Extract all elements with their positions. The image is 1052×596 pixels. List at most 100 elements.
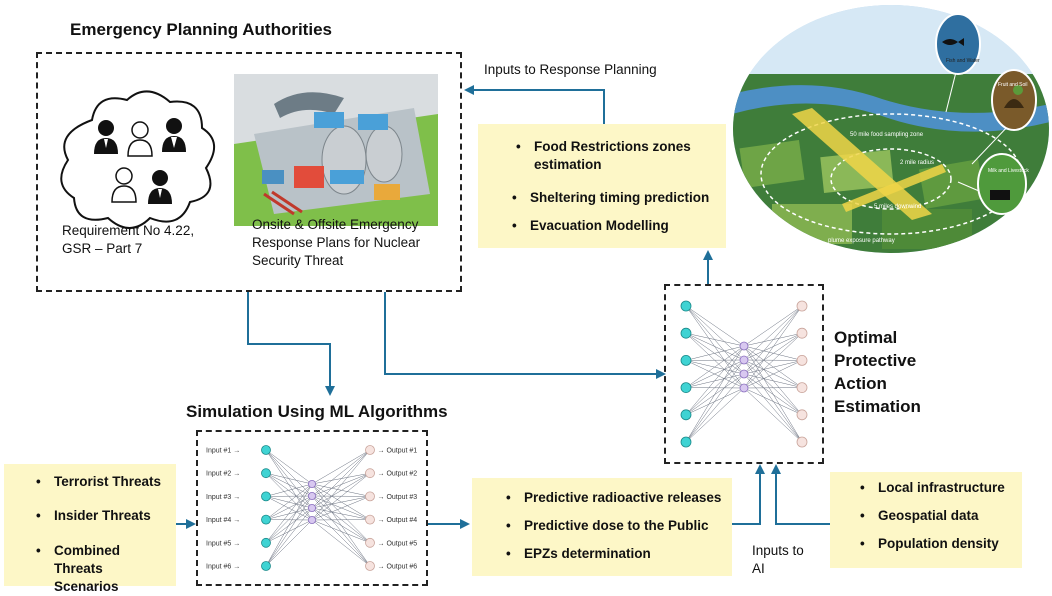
output-label: → Output #3: [378, 494, 418, 501]
input-node: [262, 492, 271, 501]
network-edge: [744, 360, 802, 374]
output-node: [797, 301, 807, 311]
predictions-box: Predictive radioactive releases Predicti…: [472, 478, 732, 576]
list-item: EPZs determination: [524, 546, 724, 561]
input-node: [262, 469, 271, 478]
list-item: Geospatial data: [878, 508, 1016, 536]
network-edge: [686, 306, 744, 360]
output-node: [366, 515, 375, 524]
protective-zones-map: 50 mile food sampling zone 2 mile radius…: [732, 4, 1050, 254]
network-edge: [744, 333, 802, 374]
hidden-node: [740, 384, 748, 392]
arrow-to-simulation: [248, 292, 330, 394]
network-edge: [744, 374, 802, 442]
network-edge: [266, 520, 312, 566]
network-edge: [312, 496, 370, 508]
output-label: → Output #6: [378, 564, 418, 571]
input-node: [262, 538, 271, 547]
planning-outputs-box: Food Restrictions zones estimation Shelt…: [478, 124, 726, 248]
output-label: → Output #2: [378, 471, 418, 478]
network-edge: [744, 306, 802, 360]
output-node: [797, 410, 807, 420]
response-label: Inputs to Response Planning: [484, 62, 657, 77]
input-label: Input #1 →: [206, 448, 240, 455]
network-edge: [312, 496, 370, 520]
svg-text:Fish and Water: Fish and Water: [946, 58, 980, 64]
network-edge: [312, 520, 370, 543]
hidden-node: [740, 370, 748, 378]
network-edge: [744, 360, 802, 442]
list-item: Sheltering timing prediction: [530, 190, 716, 218]
data-inputs-box: Local infrastructure Geospatial data Pop…: [830, 472, 1022, 568]
output-node: [797, 437, 807, 447]
threats-box: Terrorist Threats Insider Threats Combin…: [4, 464, 176, 586]
output-label: → Output #4: [378, 517, 418, 524]
map-label: 50 mile food sampling zone: [850, 132, 924, 138]
list-item: Population density: [878, 536, 1016, 551]
network-edge: [266, 484, 312, 496]
network-edge: [744, 346, 802, 360]
input-label: Input #6 →: [206, 564, 240, 571]
input-node: [681, 437, 691, 447]
network-edge: [312, 484, 370, 496]
output-node: [797, 383, 807, 393]
network-edge: [686, 388, 744, 442]
network-edge: [686, 374, 744, 388]
map-label: 5 miles downwind: [874, 204, 921, 210]
network-edge: [744, 360, 802, 415]
hidden-node: [308, 480, 315, 487]
input-label: Input #5 →: [206, 540, 240, 547]
output-node: [797, 328, 807, 338]
map-label: plume exposure pathway: [828, 238, 895, 244]
simulation-title: Simulation Using ML Algorithms: [186, 402, 448, 422]
arrow-to-authorities: [466, 90, 604, 124]
ai-label: Inputs to AI: [752, 542, 814, 578]
network-edge: [312, 450, 370, 496]
input-node: [681, 301, 691, 311]
hidden-node: [308, 492, 315, 499]
svg-text:Milk and Livestock: Milk and Livestock: [988, 168, 1029, 174]
output-label: → Output #5: [378, 540, 418, 547]
arrow-predictions-to-optimal: [732, 466, 760, 524]
network-edge: [686, 374, 744, 442]
network-edge: [686, 360, 744, 442]
hidden-node: [740, 356, 748, 364]
optimal-neural-network: [674, 294, 814, 454]
input-label: Input #2 →: [206, 471, 240, 478]
network-edge: [266, 496, 312, 566]
simulation-box: Input #1 →Input #2 →Input #3 →Input #4 →…: [196, 430, 428, 586]
network-edge: [266, 496, 312, 543]
network-edge: [744, 306, 802, 388]
output-node: [366, 446, 375, 455]
network-edge: [744, 388, 802, 442]
network-edge: [686, 306, 744, 388]
arrow-to-optimal-nn: [385, 292, 664, 374]
hidden-node: [740, 342, 748, 350]
network-edge: [266, 508, 312, 566]
input-node: [262, 515, 271, 524]
output-node: [366, 562, 375, 571]
optimal-title: Optimal Protective Action Estimation: [834, 326, 954, 418]
network-edge: [686, 346, 744, 360]
optimal-nn-box: [664, 284, 824, 464]
list-item: Food Restrictions zones estimation: [534, 138, 716, 190]
input-node: [681, 383, 691, 393]
list-item: Local infrastructure: [878, 480, 1016, 508]
arrow-inputs-to-optimal: [776, 466, 830, 524]
list-item: Evacuation Modelling: [530, 218, 716, 233]
input-node: [262, 446, 271, 455]
list-item: Terrorist Threats: [54, 474, 170, 508]
network-edge: [312, 473, 370, 496]
input-label: Input #3 →: [206, 494, 240, 501]
network-edge: [266, 496, 312, 520]
input-node: [681, 410, 691, 420]
svg-text:Fruit and Soil: Fruit and Soil: [998, 82, 1027, 88]
output-node: [797, 355, 807, 365]
network-edge: [686, 360, 744, 388]
network-edge: [686, 360, 744, 415]
input-node: [681, 328, 691, 338]
network-edge: [312, 450, 370, 520]
output-node: [366, 469, 375, 478]
list-item: Insider Threats: [54, 508, 170, 542]
output-node: [366, 538, 375, 547]
